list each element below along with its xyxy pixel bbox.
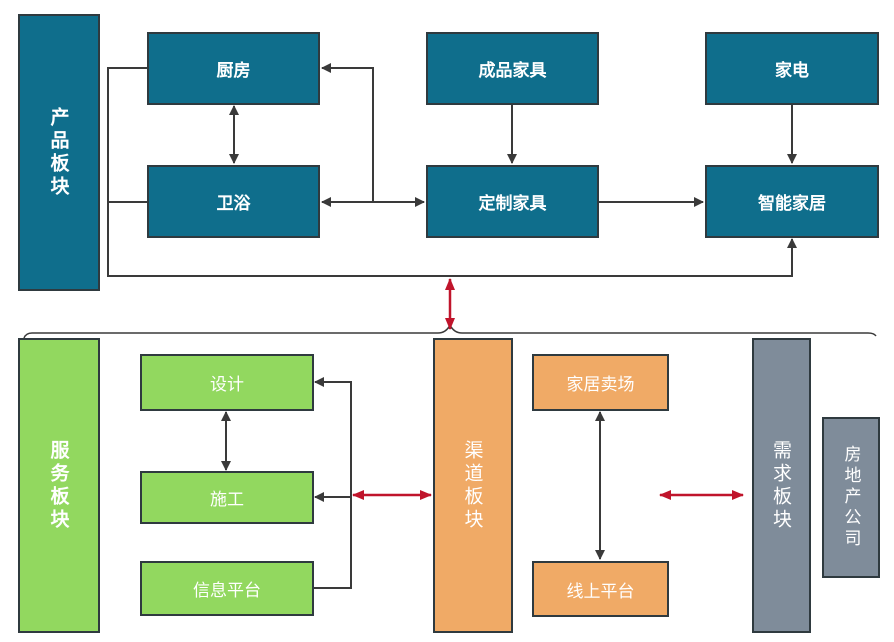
node-home-mall-label: 家居卖场	[566, 375, 635, 395]
node-kitchen-label: 厨房	[216, 61, 251, 81]
service-section-title: 服务板块	[47, 439, 70, 532]
node-info-platform[interactable]: 信息平台	[140, 561, 314, 616]
node-real-estate[interactable]: 房地产公司	[822, 417, 880, 578]
node-kitchen[interactable]: 厨房	[147, 32, 320, 105]
node-home-mall[interactable]: 家居卖场	[532, 354, 669, 411]
connector-kitchen-to-smart-home	[107, 67, 797, 277]
node-appliances[interactable]: 家电	[705, 32, 879, 105]
node-info-platform-label: 信息平台	[193, 581, 261, 601]
node-bathroom-label: 卫浴	[216, 194, 251, 214]
service-section-label: 服务板块	[18, 338, 100, 633]
channel-section-title: 渠道板块	[461, 439, 484, 532]
node-finished-furniture[interactable]: 成品家具	[426, 32, 599, 105]
node-smart-home[interactable]: 智能家居	[705, 165, 879, 238]
node-online-platform-label: 线上平台	[566, 581, 635, 602]
node-custom-furniture-label: 定制家具	[478, 194, 547, 214]
node-appliances-label: 家电	[775, 61, 809, 81]
node-smart-home-label: 智能家居	[758, 194, 826, 214]
node-bathroom[interactable]: 卫浴	[147, 165, 320, 238]
node-finished-furniture-label: 成品家具	[478, 61, 547, 81]
node-real-estate-label: 房地产公司	[840, 445, 861, 550]
connector-custom-to-kitchen	[321, 63, 374, 202]
node-design[interactable]: 设计	[140, 354, 314, 411]
node-online-platform[interactable]: 线上平台	[532, 561, 669, 617]
product-section-title: 产品板块	[47, 106, 70, 199]
product-section-label: 产品板块	[18, 14, 100, 291]
node-custom-furniture[interactable]: 定制家具	[426, 165, 599, 238]
demand-section-label: 需求板块	[752, 338, 811, 633]
node-construction[interactable]: 施工	[140, 471, 314, 524]
connector-info-to-design	[313, 377, 352, 589]
node-design-label: 设计	[210, 375, 244, 395]
demand-section-title: 需求板块	[770, 439, 792, 532]
channel-section-label: 渠道板块	[433, 338, 513, 633]
node-construction-label: 施工	[210, 490, 244, 510]
